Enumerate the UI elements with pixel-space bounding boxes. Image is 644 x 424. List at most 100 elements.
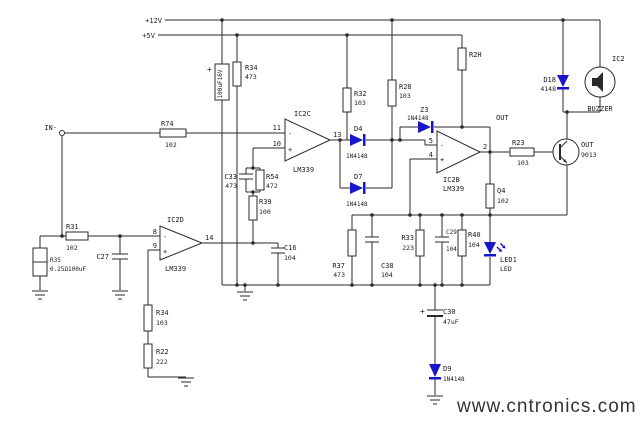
- label-ic2b-plus: +: [440, 156, 444, 164]
- ground-icon: [177, 377, 195, 387]
- resistor-r39: [248, 195, 258, 221]
- resistor-r34a: [232, 61, 242, 87]
- ground-icon: [426, 395, 444, 405]
- resistor-r37: [347, 229, 357, 257]
- resistor-r2h: [457, 47, 467, 71]
- label-r37-name: R37: [332, 262, 345, 270]
- label-c16-value: 104: [284, 254, 296, 262]
- label-out-node: OUT: [496, 114, 509, 122]
- label-c30-plus: +: [420, 307, 425, 316]
- resistor-r32: [342, 87, 352, 113]
- label-d9-value: 1N4148: [443, 376, 465, 383]
- resistor-r23: [509, 147, 535, 157]
- label-captop-value: 100uF16V: [217, 69, 224, 98]
- label-r23-value: 103: [517, 159, 529, 167]
- label-r54-value: 472: [266, 182, 278, 190]
- label-led1-value: LED: [500, 265, 512, 273]
- label-r40-name: R40: [468, 231, 481, 239]
- capacitor-c30: [427, 309, 443, 317]
- label-ic2-buzzer: IC2: [612, 55, 625, 63]
- label-d4-name: D4: [354, 125, 362, 133]
- label-captop-plus: +: [207, 65, 212, 74]
- ground-icon: [236, 291, 254, 301]
- label-r39-name: R39: [259, 198, 272, 206]
- label-z3-value: 1N4148: [407, 115, 429, 122]
- resistor-r22: [143, 343, 153, 369]
- label-z3-name: Z3: [420, 106, 428, 114]
- label-r40-value: 104: [468, 241, 480, 249]
- label-r28-value: 103: [399, 92, 411, 100]
- wires: [39, 19, 601, 395]
- label-c33-name: C33: [224, 173, 237, 181]
- diode-z3: [418, 121, 434, 133]
- buzzer-symbol: [584, 66, 616, 98]
- label-d9-name: D9: [443, 365, 451, 373]
- label-ic2b-pin-bottom: 4: [429, 151, 433, 159]
- led-arrow-icon: [496, 246, 502, 252]
- resistor-r74: [159, 128, 187, 138]
- label-r31-name: R31: [66, 223, 79, 231]
- label-in-minus: IN-: [44, 124, 57, 132]
- label-c27-name: C27: [96, 253, 109, 261]
- label-r2h-name: R2H: [469, 51, 482, 59]
- junction-dots: [60, 18, 569, 287]
- opamp-ic2d: [159, 225, 204, 261]
- resistor-r33: [415, 229, 425, 257]
- led-led1: [484, 242, 506, 257]
- label-ic2d-chip: LM339: [165, 265, 186, 273]
- label-r54-name: R54: [266, 173, 279, 181]
- label-transistor-out: OUT: [581, 141, 594, 149]
- label-ic2c-pin-top: 11: [273, 124, 281, 132]
- label-rail-12v: +12V: [145, 17, 163, 25]
- label-ic2c-pin-out: 13: [333, 131, 341, 139]
- label-led1-name: LED1: [500, 256, 517, 264]
- label-d4-value: 1N4148: [346, 153, 368, 160]
- ground-icon: [31, 290, 49, 300]
- label-r31-value: 102: [66, 244, 78, 252]
- resistor-q4: [485, 183, 495, 209]
- label-ic2d-pin-bottom: 9: [153, 242, 157, 250]
- label-ic2b-pin-top: 5: [429, 137, 433, 145]
- resistor-r54: [255, 169, 265, 191]
- label-r74-value: 102: [165, 141, 177, 149]
- diodes-group: [350, 75, 569, 380]
- diode-d9: [429, 364, 441, 380]
- led-arrow-icon: [500, 243, 506, 249]
- label-r35-name: R35: [50, 257, 61, 264]
- sensor-r35: [32, 247, 48, 277]
- label-c29-value: 104: [446, 246, 457, 253]
- label-r33-value: 223: [402, 244, 414, 252]
- label-c30-name: C30: [443, 308, 456, 316]
- label-ic2d-plus: +: [163, 248, 167, 256]
- diode-d7: [350, 182, 366, 194]
- label-transistor-model: 9013: [581, 151, 597, 159]
- capacitor-electrolytic-top: [214, 63, 230, 101]
- label-r35-value: 0.25Ω100uF: [50, 266, 87, 273]
- label-r34a-value: 473: [245, 73, 257, 81]
- label-r37-value: 473: [333, 271, 345, 279]
- label-r34b-name: R34: [156, 309, 169, 317]
- input-terminal: [59, 130, 65, 136]
- label-c33-value: 473: [225, 182, 237, 190]
- opamp-ic2b: [436, 130, 482, 174]
- label-ic2b-minus: -: [440, 142, 444, 150]
- resistor-r34b: [143, 304, 153, 332]
- capacitor-c16: [271, 247, 285, 254]
- label-d7-name: D7: [354, 173, 362, 181]
- label-c30-value: 47uF: [443, 318, 459, 326]
- label-ic2c-pin-bottom: 10: [273, 140, 281, 148]
- label-ic2d-minus: -: [163, 233, 167, 241]
- resistor-r31: [65, 231, 89, 241]
- label-ic2b-chip: LM339: [443, 185, 464, 193]
- label-ic2c-plus: +: [288, 146, 292, 154]
- label-ic2c-chip: LM339: [293, 166, 314, 174]
- capacitor-c29: [435, 236, 449, 243]
- diode-d4: [350, 134, 366, 146]
- resistor-r40: [457, 229, 467, 257]
- label-rail-5v: +5V: [142, 32, 155, 40]
- capacitor-c33: [239, 173, 253, 180]
- diode-d18: [557, 75, 569, 90]
- resistor-r28: [387, 79, 397, 107]
- label-ic2c-minus: -: [288, 130, 292, 138]
